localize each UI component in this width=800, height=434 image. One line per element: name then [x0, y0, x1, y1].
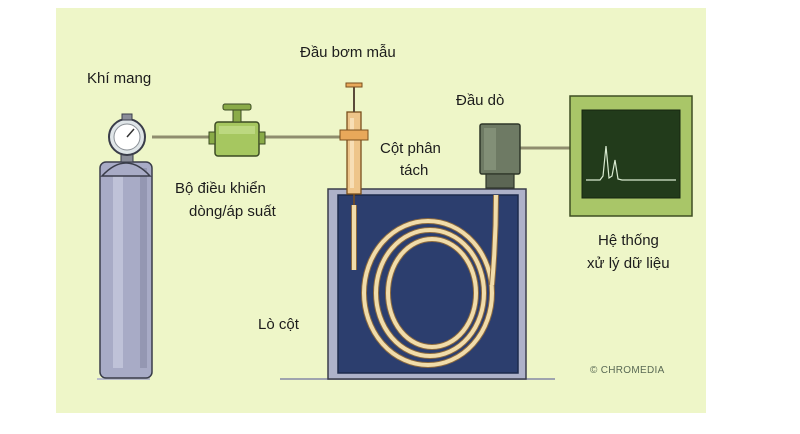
label-data-system-line2: xử lý dữ liệu	[587, 255, 670, 272]
label-flow-controller-line1: Bộ điều khiển	[175, 180, 266, 197]
label-detector: Đầu dò	[456, 92, 505, 109]
flow-controller-valve	[208, 103, 266, 157]
gas-lines	[152, 135, 570, 150]
label-data-system-line1: Hệ thống	[598, 232, 659, 249]
injector-syringe	[339, 82, 369, 205]
label-carrier-gas: Khí mang	[87, 70, 152, 87]
chromatogram-icon	[586, 145, 676, 181]
data-system-monitor	[569, 95, 693, 217]
pressure-gauge-icon	[108, 113, 146, 156]
label-oven: Lò cột	[258, 316, 299, 333]
credit-text: © CHROMEDIA	[590, 365, 665, 376]
gas-cylinder	[99, 145, 153, 379]
label-injector: Đầu bơm mẫu	[300, 44, 396, 61]
label-flow-controller-line2: dòng/áp suất	[189, 203, 276, 220]
column-coil	[351, 194, 499, 368]
label-column-line2: tách	[400, 162, 429, 179]
detector-unit	[479, 123, 521, 189]
label-column-line1: Cột phân	[380, 140, 441, 157]
